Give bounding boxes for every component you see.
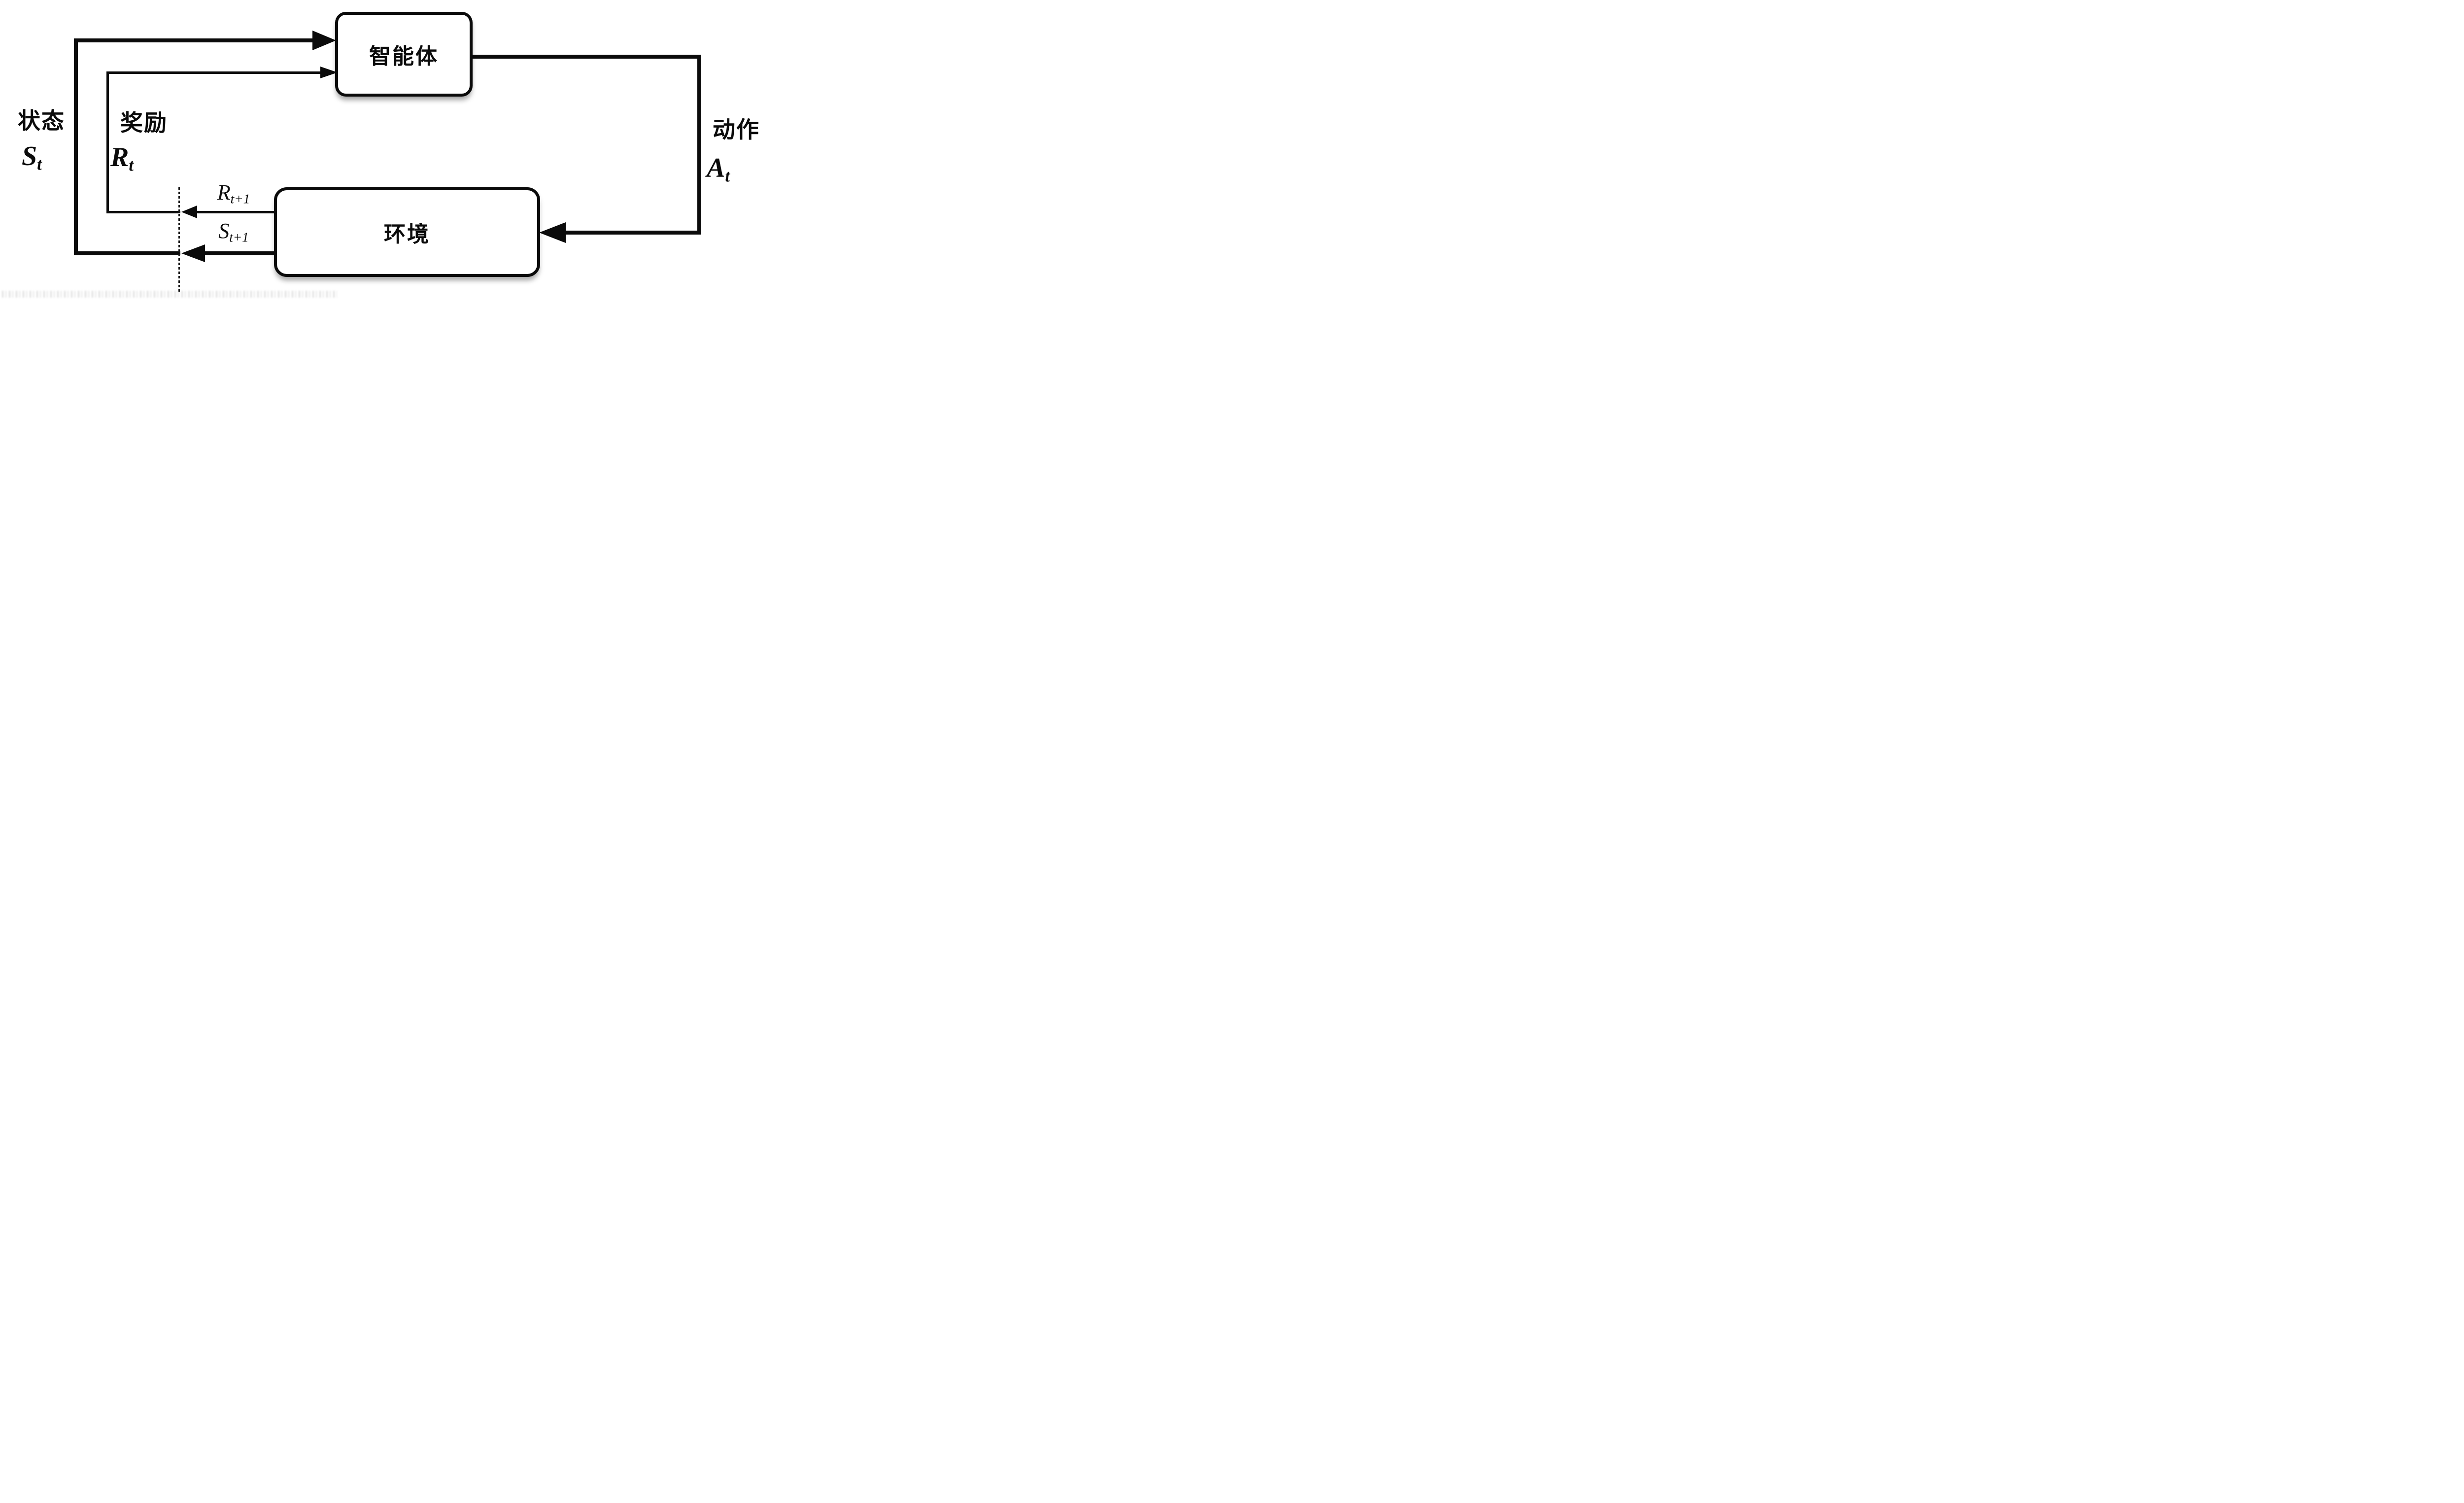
reward-loop-bottom-line-left xyxy=(106,211,180,213)
state-loop-top-line xyxy=(74,38,312,42)
next-state-arrowhead-icon xyxy=(181,244,205,262)
time-step-boundary-dashed-line xyxy=(178,187,180,292)
action-label: 动作 xyxy=(713,117,760,142)
reward-loop-bottom-line-right xyxy=(197,211,276,213)
reward-loop-left-line xyxy=(106,71,109,213)
state-symbol-subscript: t xyxy=(37,154,42,174)
cutoff-caption-fragment xyxy=(2,291,337,298)
agent-node: 智能体 xyxy=(335,12,473,97)
next-reward-symbol: Rt+1 xyxy=(197,181,271,206)
reward-loop-top-line xyxy=(106,71,320,74)
rl-loop-diagram: 智能体 环境 状态 St 奖励 Rt 动作 At Rt+1 St+1 xyxy=(0,0,788,301)
reward-symbol: Rt xyxy=(110,143,134,174)
action-path-bottom-line xyxy=(566,231,701,235)
action-symbol-letter: A xyxy=(707,153,725,183)
state-loop-left-line xyxy=(74,38,78,255)
reward-symbol-letter: R xyxy=(110,142,129,172)
state-label: 状态 xyxy=(18,108,65,134)
reward-label: 奖励 xyxy=(120,110,168,136)
environment-node-label: 环境 xyxy=(384,222,430,246)
next-state-symbol: St+1 xyxy=(197,219,271,245)
reward-to-agent-arrowhead-icon xyxy=(320,67,338,78)
next-reward-arrowhead-icon xyxy=(181,205,197,218)
next-reward-symbol-subscript: t+1 xyxy=(230,191,250,206)
state-loop-bottom-line-right xyxy=(205,251,276,255)
action-symbol: At xyxy=(707,154,730,185)
environment-node: 环境 xyxy=(274,187,540,277)
state-to-agent-arrowhead-icon xyxy=(312,31,336,50)
action-symbol-subscript: t xyxy=(725,166,730,186)
action-path-right-line xyxy=(697,55,701,235)
action-path-top-line xyxy=(470,55,701,59)
state-symbol-letter: S xyxy=(22,141,37,171)
state-loop-bottom-line-left xyxy=(74,251,180,255)
state-symbol: St xyxy=(22,142,42,173)
reward-symbol-subscript: t xyxy=(129,155,134,175)
next-state-symbol-letter: S xyxy=(218,219,230,243)
next-state-symbol-subscript: t+1 xyxy=(229,230,249,245)
next-reward-symbol-letter: R xyxy=(217,180,231,205)
action-to-environment-arrowhead-icon xyxy=(539,222,566,243)
agent-node-label: 智能体 xyxy=(369,44,439,68)
